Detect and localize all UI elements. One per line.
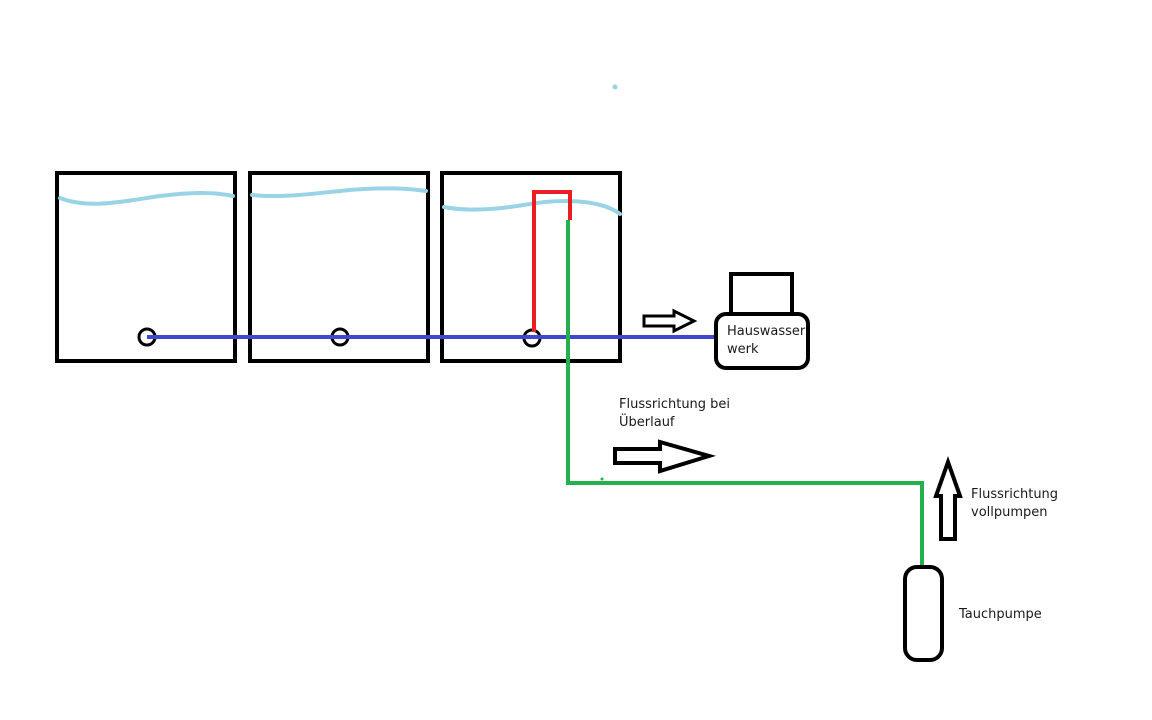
fill-pipe [566,220,924,568]
tauchpumpe-label-text: Tauchpumpe [959,607,1042,622]
fill-arrow-up-icon [933,455,963,541]
hauswasserwerk [714,272,810,370]
ueberlauf-label-line-1: Flussrichtung bei [619,397,731,412]
tank-2-water-level [250,186,428,199]
tank-2 [248,171,430,363]
tauchpumpe-label: Tauchpumpe [959,606,1042,624]
tank-1-outline [55,171,237,363]
fill-pipe-speck [600,477,604,481]
hauswasserwerk-motor [729,272,794,318]
tank-3-water-level [442,199,622,216]
ueberlauf-label-line-2: Überlauf [619,415,675,430]
hauswasserwerk-body [714,312,810,370]
overflow-arrow-icon [613,439,717,474]
tank-3 [440,171,622,363]
overflow-pipe [532,190,572,332]
tauchpumpe-icon [903,565,944,662]
tank-1-water-level [58,191,235,206]
flow-arrow-icon [642,308,698,334]
hauswasserwerk-label: Hauswasser werk [727,323,805,359]
hauswasserwerk-label-line-1: Hauswasser [727,324,806,339]
tank-3-outline [440,171,622,363]
hauswasserwerk-label-line-2: werk [727,342,759,357]
tank-1 [55,171,237,363]
vollpumpen-label-line-1: Flussrichtung [971,487,1059,502]
stray-dot [612,84,618,90]
vollpumpen-label-line-2: vollpumpen [971,505,1048,520]
tank-2-outline [248,171,430,363]
ueberlauf-label: Flussrichtung bei Überlauf [619,396,730,432]
vollpumpen-label: Flussrichtung vollpumpen [971,486,1058,522]
